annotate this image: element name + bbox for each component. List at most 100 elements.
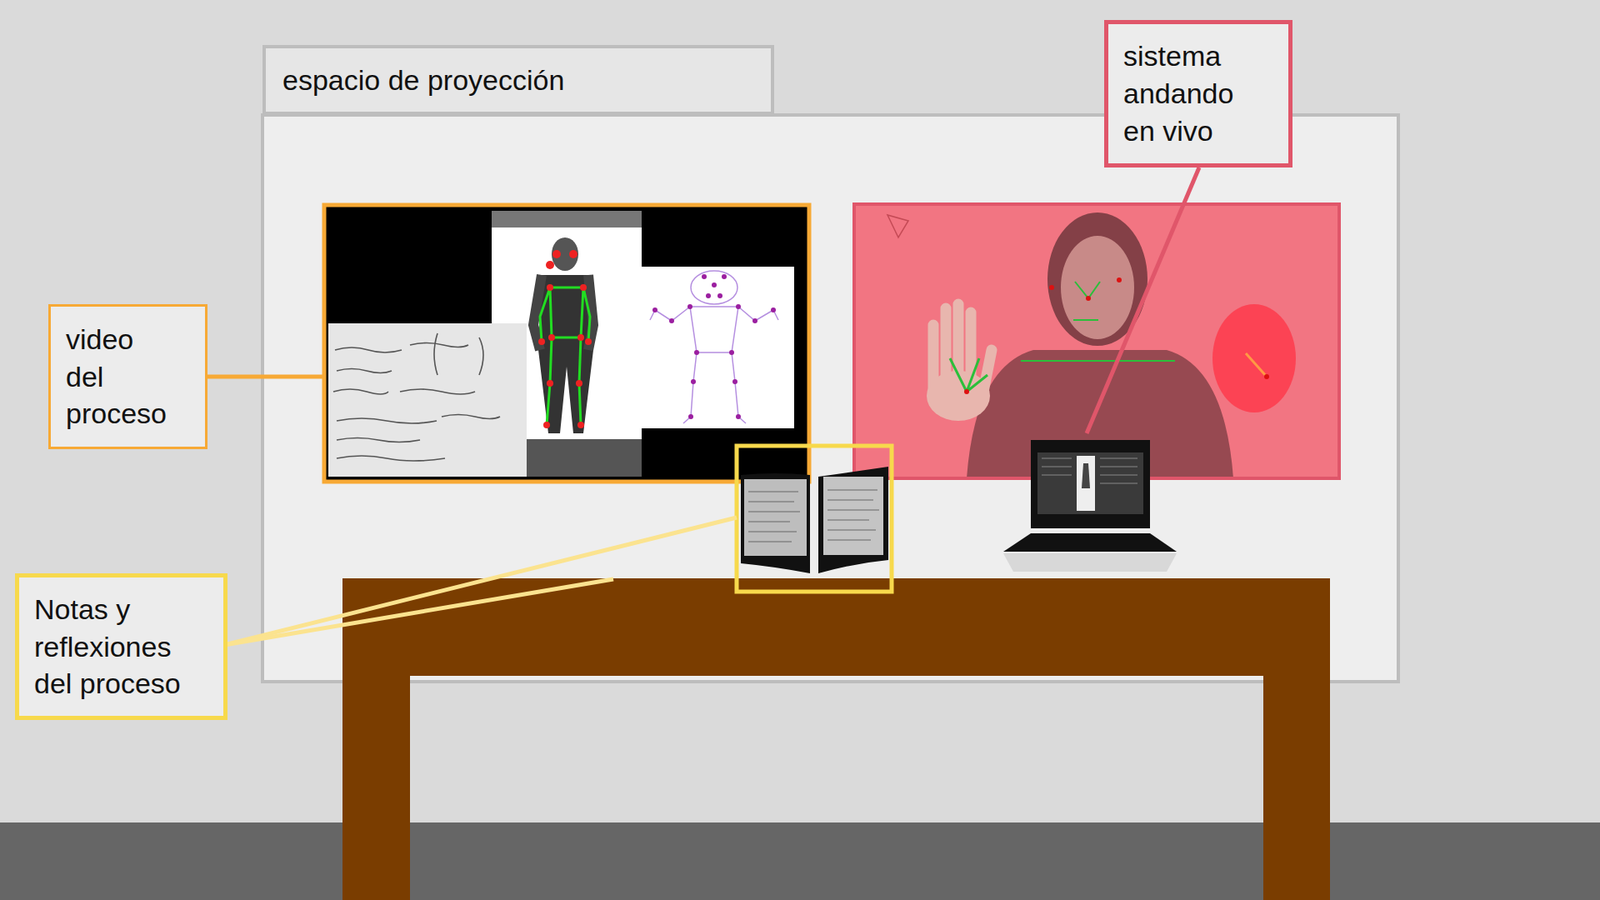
notebooks-part bbox=[823, 476, 884, 555]
live-system-screen-part bbox=[854, 204, 1340, 479]
live-system-screen-part bbox=[1073, 281, 1100, 320]
handwritten-notes-photo bbox=[333, 333, 500, 461]
pose-landmark-map-part bbox=[690, 306, 739, 353]
process-video-screen-part-part bbox=[652, 307, 658, 313]
tracked-figure-part-part bbox=[569, 250, 578, 259]
live-system-screen-part bbox=[1245, 353, 1267, 377]
leader-lines-part bbox=[224, 579, 614, 645]
process-video-screen-part-part bbox=[752, 318, 758, 324]
floor bbox=[0, 822, 1600, 900]
process-video-screen-part bbox=[526, 439, 642, 477]
handwritten-notes-photo-part bbox=[434, 333, 484, 375]
live-system-screen-part bbox=[1060, 235, 1135, 340]
tracked-figure-part bbox=[538, 275, 594, 434]
leader-lines-part bbox=[224, 517, 737, 645]
live-system-screen-part bbox=[1020, 360, 1175, 362]
laptop-part bbox=[1030, 440, 1150, 529]
tracked-figure-part-part bbox=[546, 380, 554, 387]
process-video-screen-part-part bbox=[711, 282, 717, 288]
live-system-screen-part bbox=[964, 277, 1270, 395]
tracked-figure-part-part bbox=[543, 421, 550, 429]
notebooks-part bbox=[740, 473, 810, 574]
live-system-screen-part-part bbox=[1049, 285, 1055, 290]
process-video-screen-part bbox=[491, 210, 642, 228]
tracked-figure-part-part bbox=[545, 260, 555, 270]
callout-box: Notas y reflexiones del proceso bbox=[15, 573, 228, 720]
notebooks-part bbox=[736, 445, 892, 592]
tracked-figure-part-part bbox=[580, 284, 587, 291]
leader-lines-part bbox=[207, 375, 325, 380]
process-video-screen-part-part bbox=[729, 350, 735, 355]
projection-wall bbox=[262, 115, 1399, 682]
process-video-screen-part bbox=[641, 266, 795, 429]
process-video-screen-part-part bbox=[732, 379, 738, 385]
process-video-screen-part-part bbox=[688, 414, 694, 420]
tracked-figure-part-part bbox=[577, 334, 585, 341]
callout-text: video del proceso bbox=[65, 320, 173, 434]
handwritten-notes-photo-part bbox=[336, 415, 500, 462]
callout-box: sistema andando en vivo bbox=[1104, 20, 1293, 168]
live-system-screen-part bbox=[950, 358, 988, 392]
laptop-part bbox=[1081, 463, 1090, 489]
callout-text: espacio de proyección bbox=[282, 61, 565, 100]
live-system-screen-part-part bbox=[964, 389, 970, 395]
live-system-screen-part-part bbox=[1085, 295, 1091, 301]
tracked-figure-part-part bbox=[538, 338, 545, 345]
live-system-screen-part-part bbox=[1264, 374, 1270, 380]
leader-lines bbox=[207, 167, 1200, 645]
handwritten-notes-photo-part bbox=[333, 343, 475, 395]
live-system-screen-part bbox=[1212, 304, 1296, 413]
process-video-screen-part-part bbox=[770, 307, 776, 313]
laptop bbox=[1003, 440, 1177, 572]
tracked-figure-part-part bbox=[548, 334, 555, 341]
live-system-screen-part-part bbox=[1116, 277, 1122, 283]
process-video-screen-part bbox=[652, 274, 776, 420]
tracked-figure-part bbox=[551, 237, 579, 271]
notebooks bbox=[736, 445, 892, 592]
process-video-screen-part bbox=[324, 205, 810, 482]
notebooks-part bbox=[744, 479, 807, 556]
live-system-screen bbox=[854, 204, 1340, 479]
tracked-figure-part-part bbox=[575, 380, 583, 387]
process-video-screen-part-part bbox=[701, 274, 707, 280]
tracked-figure bbox=[533, 237, 594, 434]
section-tab: espacio de proyección bbox=[262, 45, 775, 115]
live-system-screen-part bbox=[854, 204, 1340, 479]
process-video-screen-part bbox=[328, 323, 527, 477]
notebooks-part bbox=[748, 490, 880, 542]
process-video-screen-part-part bbox=[690, 379, 696, 385]
callout-box: video del proceso bbox=[48, 304, 208, 450]
process-video-screen-part-part bbox=[735, 414, 741, 420]
process-video-screen-part-part bbox=[687, 304, 693, 310]
process-video-screen-part-part bbox=[721, 274, 727, 280]
laptop-part bbox=[1003, 533, 1177, 552]
process-video-screen-part-part bbox=[717, 293, 723, 299]
process-video-screen-part-part bbox=[705, 293, 711, 299]
process-video-screen-part bbox=[324, 205, 810, 482]
process-video-screen-part-part bbox=[694, 350, 700, 355]
tracked-figure-part-part bbox=[585, 338, 592, 345]
process-video-screen-part-part bbox=[669, 318, 675, 324]
tracked-figure-part-part bbox=[577, 421, 585, 429]
tracked-figure-part-part bbox=[546, 284, 554, 291]
pose-landmark-map bbox=[650, 270, 779, 424]
laptop-part bbox=[1037, 452, 1144, 515]
process-video-screen-part-part bbox=[735, 304, 741, 310]
callout-text: sistema andando en vivo bbox=[1123, 37, 1253, 150]
pose-landmark-map-part bbox=[690, 270, 738, 305]
pose-landmark-map-part bbox=[650, 310, 779, 424]
table-part bbox=[342, 675, 410, 900]
process-video-screen bbox=[324, 205, 810, 482]
live-system-screen-part bbox=[887, 215, 909, 238]
tracked-figure-part bbox=[540, 287, 590, 425]
laptop-part bbox=[1003, 553, 1177, 572]
leader-lines-part bbox=[1086, 167, 1200, 434]
live-system-screen-part bbox=[926, 370, 990, 421]
tracked-figure-part-part bbox=[552, 250, 561, 259]
callout-text: Notas y reflexiones del proceso bbox=[34, 590, 209, 704]
tracked-figure-part bbox=[538, 250, 592, 429]
